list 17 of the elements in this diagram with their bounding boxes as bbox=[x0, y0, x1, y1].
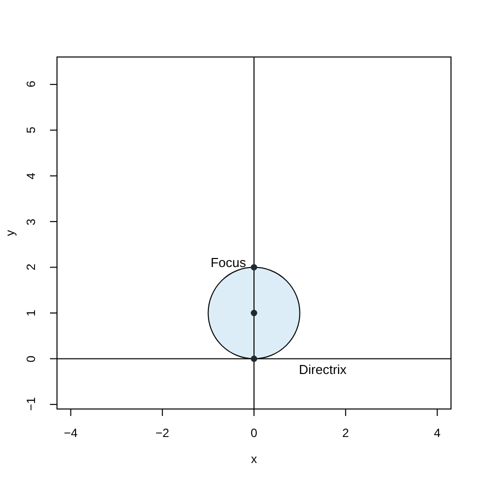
tick-label: −4 bbox=[64, 427, 78, 439]
axis-title: x bbox=[251, 453, 257, 465]
tick-label: −2 bbox=[156, 427, 170, 439]
tick-label: 6 bbox=[25, 81, 37, 88]
tick-label: 5 bbox=[25, 126, 37, 134]
tick-label: −1 bbox=[25, 398, 37, 412]
tick-label: 2 bbox=[25, 264, 37, 271]
annotation-label: Directrix bbox=[298, 363, 347, 376]
tick-label: 4 bbox=[434, 427, 441, 439]
tick-label: 1 bbox=[25, 310, 37, 316]
axis-title: y bbox=[4, 230, 16, 236]
tick-label: 2 bbox=[342, 427, 349, 439]
tick-label: 0 bbox=[25, 355, 37, 362]
tick-label: 3 bbox=[25, 218, 37, 225]
annotation-label: Focus bbox=[210, 256, 246, 270]
tick-label: 4 bbox=[25, 172, 37, 180]
tick-label: 0 bbox=[250, 427, 258, 439]
